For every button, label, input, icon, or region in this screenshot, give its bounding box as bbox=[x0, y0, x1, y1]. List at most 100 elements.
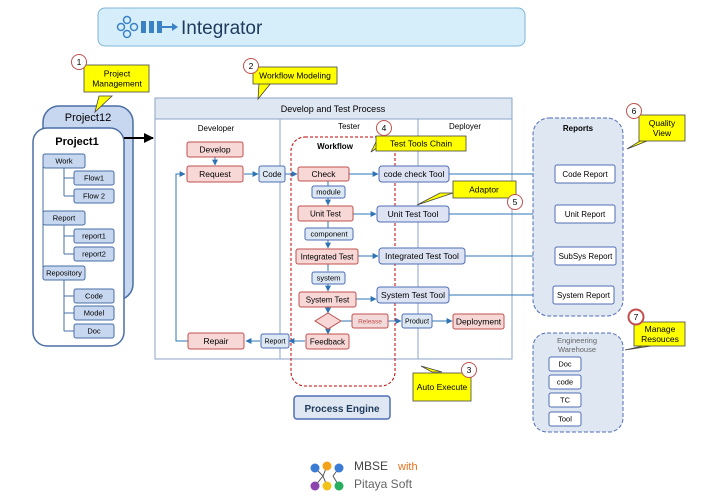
system-test-node-label: System Test bbox=[306, 295, 350, 304]
callout-2-label: Workflow Modeling bbox=[259, 71, 331, 81]
release-label-node-label: Release bbox=[358, 318, 382, 325]
pitaya-logo-icon bbox=[310, 461, 344, 491]
code-link-node: Code bbox=[258, 165, 286, 183]
report-link-node: Report bbox=[260, 333, 290, 349]
callout-5-number: 5 bbox=[513, 197, 518, 207]
callout-2-number: 2 bbox=[249, 61, 254, 71]
request-node-label: Request bbox=[199, 169, 231, 179]
system-test-node: System Test bbox=[298, 291, 357, 308]
feedback-node-label: Feedback bbox=[310, 337, 346, 346]
callout-3-label: Auto Execute bbox=[417, 382, 468, 392]
callout-1-number: 1 bbox=[77, 57, 82, 67]
callout-5: Adaptor 5 bbox=[416, 180, 523, 210]
lane-deployer: Deployer bbox=[449, 122, 481, 131]
project-inner-title: Project1 bbox=[55, 136, 98, 148]
integrator-banner: Integrator bbox=[97, 7, 526, 47]
request-node: Request bbox=[186, 165, 244, 183]
tree-group-work-label: Work bbox=[55, 157, 73, 166]
callout-2: Workflow Modeling 2 bbox=[243, 58, 338, 101]
workflow-region bbox=[290, 136, 396, 387]
tree-item-code-label: Code bbox=[85, 292, 103, 301]
integrated-test-node: Integrated Test bbox=[295, 248, 359, 265]
warehouse-item-tc-label: TC bbox=[560, 396, 571, 405]
warehouse-item-tc: TC bbox=[548, 392, 582, 408]
unit-test-node: Unit Test bbox=[297, 205, 354, 222]
repair-node: Repair bbox=[187, 332, 245, 350]
tree-item-doc: Doc bbox=[73, 323, 115, 339]
decision-diamond bbox=[314, 312, 342, 330]
tree-item-flow-2-label: Flow 2 bbox=[83, 192, 105, 201]
warehouse-title-line1: Engineering bbox=[557, 336, 597, 345]
tree-item-report1-label: report1 bbox=[82, 232, 106, 241]
banner-title: Integrator bbox=[181, 18, 263, 39]
tool-4-node: System Test Tool bbox=[376, 286, 450, 304]
report-item-4-label: System Report bbox=[557, 291, 611, 300]
tool-2-node-label: Unit Test Tool bbox=[388, 209, 439, 219]
tree-item-code: Code bbox=[73, 288, 115, 304]
process-title: Develop and Test Process bbox=[281, 104, 386, 114]
warehouse-item-code-label: code bbox=[557, 378, 573, 387]
callout-7-number: 7 bbox=[634, 312, 639, 322]
tree-group-report: Report bbox=[42, 210, 86, 226]
lane-developer: Developer bbox=[198, 124, 235, 133]
warehouse-item-tool: Tool bbox=[548, 411, 582, 427]
tree-item-model: Model bbox=[73, 305, 115, 321]
feedback-node: Feedback bbox=[305, 333, 350, 350]
check-node: Check bbox=[297, 166, 350, 182]
callout-6-number: 6 bbox=[632, 106, 637, 116]
integrated-test-node-label: Integrated Test bbox=[301, 252, 355, 261]
tree-item-report1: report1 bbox=[73, 228, 115, 244]
deployment-node: Deployment bbox=[452, 313, 505, 330]
lane-tester: Tester bbox=[338, 122, 360, 131]
callout-3-number: 3 bbox=[467, 365, 472, 375]
brand-with: with bbox=[397, 461, 418, 473]
report-item-1: Code Report bbox=[554, 164, 616, 184]
callout-5-label: Adaptor bbox=[469, 185, 499, 195]
tool-1-node: code check Tool bbox=[378, 165, 450, 183]
tree-item-model-label: Model bbox=[84, 309, 105, 318]
tree-item-report2: report2 bbox=[73, 246, 115, 262]
unit-test-node-label: Unit Test bbox=[310, 209, 342, 218]
report-item-3: SubSys Report bbox=[554, 246, 617, 266]
tree-group-work: Work bbox=[42, 153, 86, 169]
system-label-node-label: system bbox=[317, 274, 341, 283]
tree-item-report2-label: report2 bbox=[82, 250, 106, 259]
brand: MBSE with Pitaya Soft bbox=[310, 459, 418, 491]
report-item-2: Unit Report bbox=[554, 204, 616, 224]
project-outer-title: Project12 bbox=[65, 112, 111, 124]
integrator-logo-icon bbox=[116, 15, 178, 39]
component-label-node-label: component bbox=[310, 230, 348, 239]
system-label-node: system bbox=[311, 271, 346, 285]
callout-4-number: 4 bbox=[382, 123, 387, 133]
tool-3-node-label: Integrated Test Tool bbox=[385, 251, 459, 261]
tree-group-report-label: Report bbox=[53, 214, 76, 223]
tree-item-flow-2: Flow 2 bbox=[73, 188, 115, 204]
code-link-node-label: Code bbox=[262, 170, 282, 179]
report-item-4: System Report bbox=[552, 285, 615, 305]
brand-company: Pitaya Soft bbox=[354, 477, 413, 491]
warehouse-item-doc-label: Doc bbox=[558, 360, 572, 369]
tree-item-flow1-label: Flow1 bbox=[84, 174, 104, 183]
reports-title: Reports bbox=[563, 124, 594, 133]
develop-node-label: Develop bbox=[199, 145, 230, 155]
check-node-label: Check bbox=[311, 169, 336, 179]
tool-2-node: Unit Test Tool bbox=[376, 205, 450, 223]
report-item-3-label: SubSys Report bbox=[559, 252, 614, 261]
process-engine-label: Process Engine bbox=[304, 404, 379, 415]
component-label-node: component bbox=[304, 227, 354, 241]
callout-4-label: Test Tools Chain bbox=[390, 139, 452, 149]
tool-4-node-label: System Test Tool bbox=[381, 290, 445, 300]
report-item-2-label: Unit Report bbox=[565, 210, 606, 219]
module-label-node-label: module bbox=[316, 188, 341, 197]
develop-node: Develop bbox=[186, 141, 244, 158]
workflow-label: Workflow bbox=[317, 142, 354, 151]
